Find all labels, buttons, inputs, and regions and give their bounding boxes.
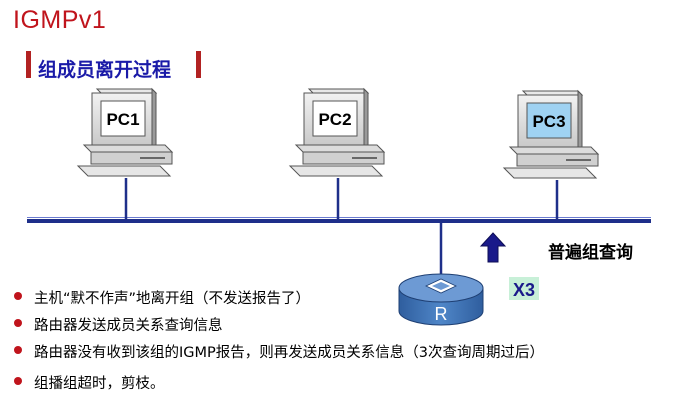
up-arrow-icon	[479, 232, 507, 263]
bullet-dot-icon	[14, 377, 22, 385]
multiplier-badge	[509, 277, 539, 300]
pc2-label: PC2	[318, 110, 351, 129]
bullet-item: 组播组超时，剪枝。	[12, 372, 544, 393]
bullet-dot-icon	[14, 346, 22, 354]
pc1-icon	[76, 87, 174, 177]
router-label: R	[435, 304, 448, 324]
bullet-list: 主机“默不作声”地离开组（不发送报告了） 路由器发送成员关系查询信息 路由器没有…	[12, 287, 544, 393]
bullet-item: 路由器发送成员关系查询信息	[12, 314, 544, 341]
subtitle-bar-left	[26, 51, 31, 78]
router-icon	[398, 273, 484, 326]
bullet-item: 主机“默不作声”地离开组（不发送报告了）	[12, 287, 544, 314]
multiplier-label: X3	[513, 280, 535, 300]
general-query-label: 普遍组查询	[548, 242, 633, 263]
page-title: IGMPv1	[13, 6, 107, 34]
bullet-dot-icon	[14, 319, 22, 327]
pc2-icon	[288, 87, 386, 177]
pc3-label: PC3	[532, 112, 565, 131]
bullet-item: 路由器没有收到该组的IGMP报告，则再发送成员关系信息（3次查询周期过后）	[12, 341, 544, 372]
bullet-dot-icon	[14, 292, 22, 300]
subtitle-bar-right	[196, 51, 201, 78]
pc1-label: PC1	[106, 110, 139, 129]
subtitle: 组成员离开过程	[38, 59, 172, 81]
pc3-icon	[502, 89, 600, 179]
